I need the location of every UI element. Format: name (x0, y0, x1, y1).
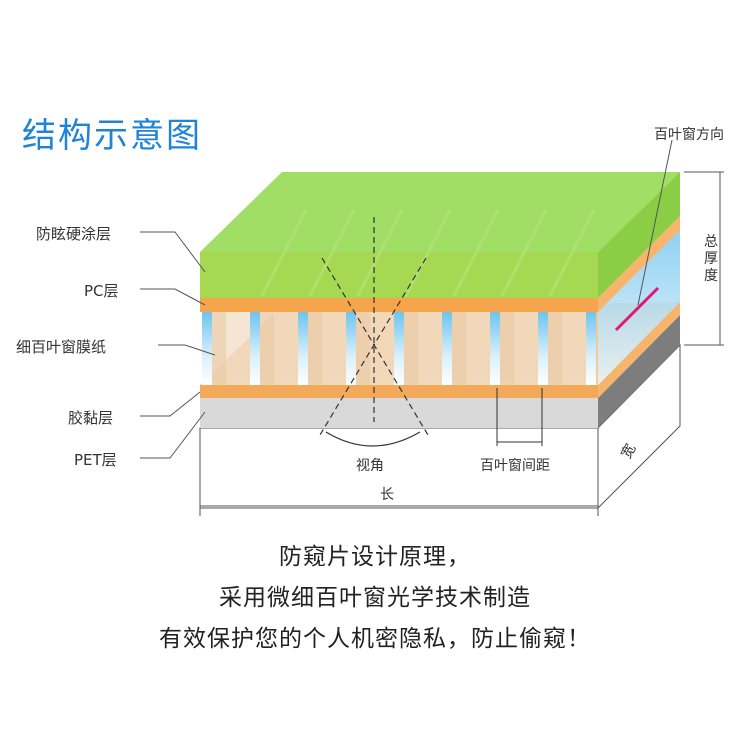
label-louver-film: 细百叶窗膜纸 (16, 338, 107, 356)
pet-layer (200, 315, 680, 428)
hard-coat-side (598, 172, 680, 298)
pc-layer (200, 216, 680, 312)
thickness-bracket (684, 171, 724, 346)
hard-coat-trace (500, 209, 548, 297)
diagram-title: 结构示意图 (22, 116, 202, 156)
leader-pc (140, 288, 206, 306)
leader-hard-coat (140, 231, 206, 273)
label-total-thickness: 总厚度 (704, 234, 718, 284)
label-louver-pitch: 百叶窗间距 (480, 458, 550, 474)
pc-layer-side (598, 216, 680, 312)
hard-coat-trace (308, 209, 356, 297)
adhesive-layer-front (200, 385, 598, 398)
hard-coat-layer (200, 172, 680, 298)
louver-gap (394, 312, 404, 385)
hard-coat-trace (260, 209, 308, 297)
caption-line-3: 有效保护您的个人机密隐私，防止偷窥！ (159, 626, 591, 652)
louver-slat-shade (452, 312, 466, 385)
label-length: 长 (380, 487, 394, 503)
louver-gap (442, 312, 452, 385)
louver-gap (586, 312, 596, 385)
hard-coat-top (200, 172, 680, 252)
hard-coat-front (200, 252, 598, 298)
louver-gap (490, 312, 500, 385)
label-pet-layer: PET层 (74, 451, 117, 469)
base-side-face (597, 343, 681, 510)
pet-layer-side (598, 315, 680, 428)
pet-layer-front (200, 398, 598, 428)
louver-gap (250, 312, 260, 385)
hard-coat-trace (548, 209, 596, 297)
louver-gap (298, 312, 308, 385)
label-hard-coat: 防眩硬涂层 (36, 225, 112, 243)
caption-line-1: 防窥片设计原理， (279, 544, 471, 570)
adhesive-layer-side (598, 302, 680, 398)
leader-glue (140, 391, 201, 417)
louver-slat-shade (356, 312, 370, 385)
louver-direction-leader (637, 139, 673, 306)
label-adhesive: 胶黏层 (68, 409, 114, 427)
louver-slat-shade (212, 312, 226, 385)
leader-film (158, 344, 216, 356)
caption-line-2: 采用微细百叶窗光学技术制造 (219, 585, 531, 611)
pc-layer-front (200, 298, 598, 312)
label-pc-layer: PC层 (84, 282, 119, 300)
hard-coat-trace (452, 209, 500, 297)
louver-gap (346, 312, 356, 385)
label-louver-direction: 百叶窗方向 (654, 127, 724, 143)
louver-slat-shade (548, 312, 562, 385)
louver-slat-shade (308, 312, 322, 385)
leader-pet (140, 411, 206, 459)
louver-gap (538, 312, 548, 385)
view-line-right (319, 257, 427, 436)
louver-pitch-bracket (496, 388, 543, 446)
louver-gap (202, 312, 212, 385)
louver-slat-shade (404, 312, 418, 385)
louver-slat-shade (260, 312, 274, 385)
label-viewing-angle: 视角 (356, 458, 384, 474)
hard-coat-louver-traces (260, 209, 596, 297)
hard-coat-trace (404, 209, 452, 297)
view-line-left (321, 257, 429, 436)
viewing-angle-lines (319, 217, 429, 436)
louver-direction-marker (614, 286, 660, 332)
label-leader-lines (140, 231, 216, 459)
hard-coat-trace (356, 209, 404, 297)
louver-slat-shade (500, 312, 514, 385)
viewing-angle-arc (325, 431, 421, 447)
